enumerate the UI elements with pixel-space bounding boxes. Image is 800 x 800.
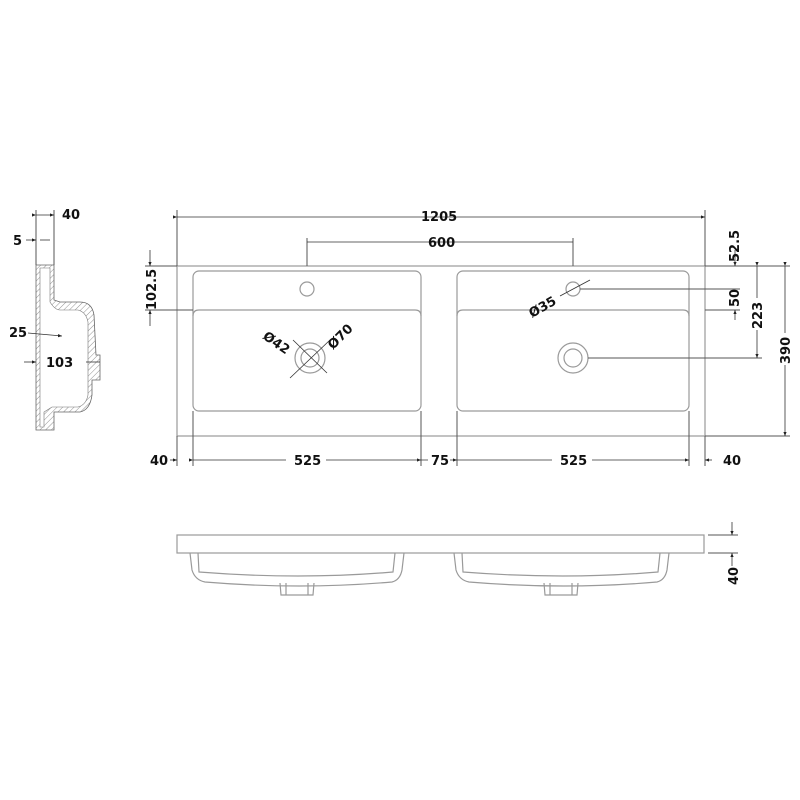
dim-tap-to-bowl: 50 — [728, 289, 743, 307]
dim-front-to-bowl: 102.5 — [145, 269, 160, 310]
dim-overall-depth: 390 — [779, 337, 794, 364]
dim-back-to-tap: 52.5 — [728, 230, 743, 262]
right-waste — [557, 342, 589, 374]
dim-thickness: 40 — [727, 567, 742, 585]
side-dim-25: 25 — [9, 326, 27, 341]
left-waste — [294, 342, 326, 374]
dim-bowl-gap: 75 — [431, 454, 449, 469]
left-tap-hole — [299, 281, 315, 297]
waste-dia-42: Ø42 — [260, 329, 292, 358]
dim-left-bowl: 525 — [294, 454, 321, 469]
side-dim-103: 103 — [46, 356, 73, 371]
front-elevation-view: 40 — [176, 522, 742, 596]
dim-overall-width: 1205 — [421, 210, 457, 225]
dim-left-margin: 40 — [150, 454, 168, 469]
tap-hole-dia-35: Ø35 — [527, 294, 560, 322]
dim-back-to-waste: 223 — [751, 302, 766, 329]
waste-dia-70: Ø70 — [325, 322, 356, 353]
dim-tap-centres: 600 — [428, 236, 455, 251]
side-section-view: 40 5 25 103 — [9, 208, 101, 431]
side-dim-40: 40 — [62, 208, 80, 223]
side-dim-5: 5 — [13, 234, 22, 249]
dim-right-bowl: 525 — [560, 454, 587, 469]
dim-right-margin: 40 — [723, 454, 741, 469]
top-plan-view: Ø42 Ø70 Ø35 1205 600 102.5 52.5 50 223 — [145, 210, 794, 469]
